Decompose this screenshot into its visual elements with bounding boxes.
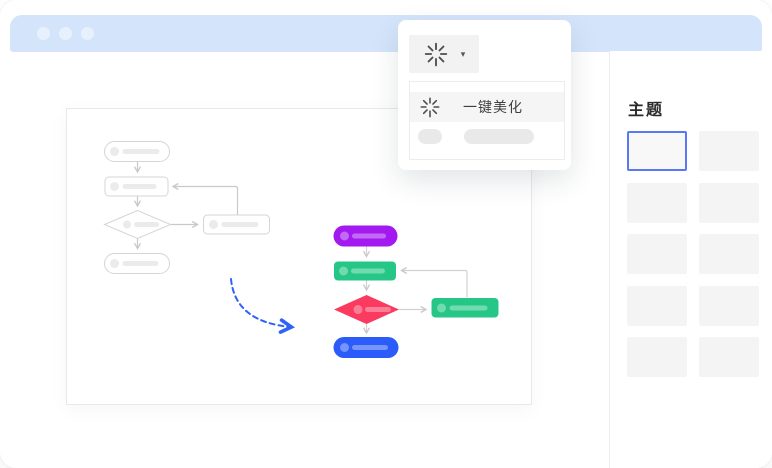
theme-sidebar: 主题 [609, 51, 772, 468]
theme-tile[interactable] [627, 182, 687, 223]
theme-tile[interactable] [699, 131, 759, 171]
theme-tile[interactable] [699, 182, 759, 223]
flowchart-after [333, 225, 499, 358]
menu-item-placeholder[interactable] [410, 122, 564, 151]
menu-item-beautify[interactable]: 一键美化 [410, 92, 564, 122]
before-connectors [133, 161, 239, 250]
flowchart-before [103, 141, 270, 274]
beautify-transition-arrow [230, 278, 295, 334]
before-node-rect-2[interactable] [203, 214, 270, 235]
after-node-rect-green-1[interactable] [334, 261, 396, 281]
before-node-rect-1[interactable] [104, 176, 169, 197]
theme-tile[interactable] [699, 285, 759, 326]
placeholder-pill [418, 129, 442, 144]
before-node-stadium-1[interactable] [104, 141, 170, 162]
window-control-dot[interactable] [81, 27, 94, 40]
window-control-dot[interactable] [59, 27, 72, 40]
menu-item-label: 一键美化 [463, 99, 523, 115]
theme-grid [627, 131, 759, 377]
beautify-burst-icon [420, 97, 440, 118]
connector[interactable] [171, 182, 239, 216]
connector[interactable] [400, 266, 468, 298]
after-connectors [362, 246, 468, 335]
theme-tile[interactable] [627, 337, 687, 377]
theme-tile[interactable] [627, 285, 687, 326]
after-node-stadium-purple[interactable] [333, 225, 398, 247]
placeholder-pill [464, 129, 534, 144]
before-node-diamond[interactable] [103, 209, 172, 240]
chevron-down-icon: ▾ [460, 48, 466, 59]
beautify-popup: ▾ 一键美化 [398, 20, 571, 170]
before-node-stadium-2[interactable] [104, 253, 170, 274]
sidebar-title: 主题 [628, 102, 665, 119]
browser-titlebar [10, 15, 762, 52]
beautify-burst-icon [424, 42, 447, 67]
beautify-menu: 一键美化 [409, 81, 565, 160]
theme-tile[interactable] [627, 131, 687, 171]
after-node-stadium-blue[interactable] [333, 337, 399, 358]
theme-tile[interactable] [627, 234, 687, 274]
theme-tile[interactable] [699, 337, 759, 377]
window-control-dot[interactable] [37, 27, 50, 40]
after-node-diamond-red[interactable] [334, 295, 399, 324]
flowchart-svg [103, 141, 499, 358]
after-node-rect-green-2[interactable] [431, 298, 499, 318]
beautify-button[interactable]: ▾ [409, 35, 479, 73]
theme-tile[interactable] [699, 234, 759, 274]
